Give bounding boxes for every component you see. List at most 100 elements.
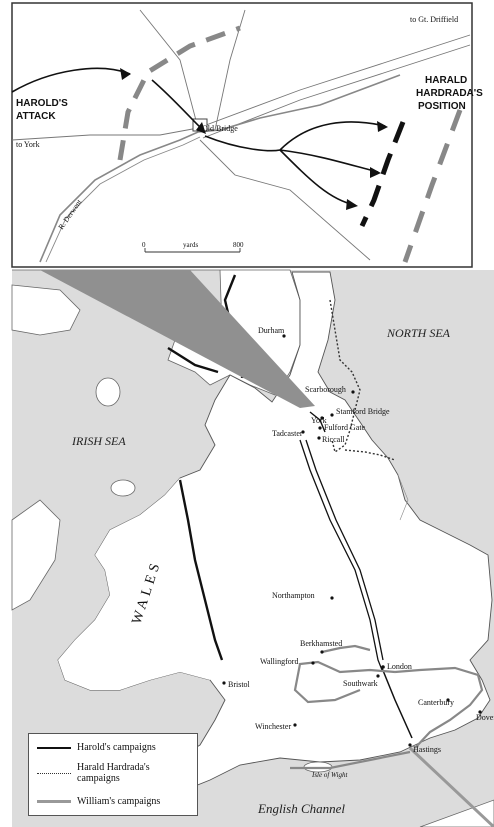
william-route-kent	[394, 666, 484, 749]
dover-dot	[478, 710, 482, 714]
william-route-loop	[293, 660, 396, 704]
london-label: London	[387, 662, 412, 671]
harold-route-south	[381, 667, 413, 739]
inset-map: HAROLD'S ATTACK HARALD HARDRADA'S POSITI…	[11, 2, 486, 268]
wales-land	[58, 478, 222, 690]
hastings-label: Hastings	[413, 745, 441, 754]
harolds-attack-line1: HAROLD'S	[16, 98, 68, 109]
arrow-head-4	[370, 167, 381, 178]
legend-item-william: William's campaigns	[37, 796, 187, 807]
harald-route	[329, 299, 361, 454]
old-bridge-label: Old Bridge	[202, 124, 238, 133]
berkhamsted-label: Berkhamsted	[300, 639, 342, 648]
scale-bar: 0 yards 800	[142, 241, 244, 253]
inset-river-bank	[45, 136, 201, 263]
scale-end-label: 800	[233, 241, 244, 249]
harald-position-line1: HARALD	[425, 75, 467, 86]
tadcaster-dot	[301, 430, 305, 434]
southwark-label: Southwark	[343, 679, 378, 688]
inset-river	[39, 74, 401, 263]
william-route-coast	[290, 750, 411, 770]
york-label: York	[311, 416, 327, 425]
place-markers	[222, 334, 482, 747]
fulford-dot	[318, 426, 322, 430]
legend-label-william: William's campaigns	[77, 796, 161, 807]
winchester-dot	[293, 723, 297, 727]
wales-border	[178, 479, 224, 661]
legend-label-harold: Harold's campaigns	[77, 742, 156, 753]
hastings-dot	[408, 743, 412, 747]
inset-road-york	[11, 127, 199, 141]
riccall-dot	[317, 436, 321, 440]
harold-route-stamford	[309, 411, 326, 433]
london-dot	[381, 665, 385, 669]
durham-dot	[282, 334, 286, 338]
legend-item-harold: Harold's campaigns	[37, 742, 187, 753]
legend-swatch-william	[37, 800, 71, 803]
harald-position-line2: HARDRADA'S	[416, 88, 483, 99]
attack-arrow-middle	[279, 149, 379, 173]
arrow-head-1	[120, 68, 131, 80]
william-route-berkhamsted	[321, 644, 371, 654]
harald-position-line3: POSITION	[418, 101, 466, 112]
tadcaster-label: Tadcaster	[272, 429, 303, 438]
winchester-label: Winchester	[255, 722, 291, 731]
scale-unit-label: yards	[183, 241, 198, 249]
berkhamsted-dot	[320, 650, 324, 654]
harald-front-line-inset	[359, 121, 406, 228]
scarborough-label: Scarborough	[305, 385, 346, 394]
harold-route-north-2	[305, 439, 384, 661]
riccall-label: Riccall	[322, 435, 345, 444]
isle-of-man	[95, 377, 121, 407]
bristol-dot	[222, 681, 226, 685]
dover-label: Dover	[476, 713, 494, 722]
wallingford-label: Wallingford	[260, 657, 298, 666]
harolds-attack-line2: ATTACK	[16, 111, 56, 122]
southwark-dot	[376, 674, 380, 678]
harald-position-label: HARALD HARDRADA'S POSITION	[416, 75, 486, 112]
canterbury-dot	[446, 698, 450, 702]
north-sea-label: NORTH SEA	[386, 326, 451, 340]
legend-swatch-harold	[37, 746, 71, 749]
scale-start-label: 0	[142, 241, 146, 249]
legend-item-harald: Harald Hardrada's campaigns	[37, 762, 187, 784]
isle-of-wight-label: Isle of Wight	[311, 771, 348, 779]
anglesey	[110, 479, 136, 497]
arrow-heads	[120, 68, 388, 210]
inset-connector	[40, 270, 315, 408]
legend: Harold's campaigns Harald Hardrada's cam…	[28, 733, 198, 816]
coast-detail	[397, 474, 409, 521]
arrow-head-5	[346, 199, 358, 210]
canterbury-label: Canterbury	[418, 698, 454, 707]
irish-sea-label: IRISH SEA	[71, 434, 126, 448]
france-land	[419, 799, 494, 827]
attack-arrow-west	[11, 67, 131, 93]
durham-label: Durham	[258, 326, 285, 335]
stamford-bridge-dot	[330, 413, 334, 417]
bristol-label: Bristol	[228, 680, 251, 689]
harold-line-inset	[117, 25, 241, 161]
fulford-label: Fulford Gate	[324, 423, 366, 432]
northampton-dot	[330, 596, 334, 600]
wallingford-dot	[311, 661, 315, 665]
english-channel-label: English Channel	[257, 801, 345, 816]
to-driffield-label: to Gt. Driffield	[410, 15, 458, 24]
york-dot	[320, 416, 324, 420]
to-york-label: to York	[16, 140, 40, 149]
ireland-north	[11, 284, 81, 336]
arrow-head-2	[196, 122, 206, 134]
northampton-label: Northampton	[272, 591, 315, 600]
harolds-attack-label: HAROLD'S ATTACK	[16, 98, 71, 122]
inset-road-south	[199, 139, 371, 261]
inset-frame	[11, 2, 473, 268]
inset-road-driffield	[197, 34, 471, 129]
scarborough-dot	[351, 390, 355, 394]
ireland-land	[11, 499, 61, 611]
arrow-head-3	[377, 121, 388, 132]
harold-route-north	[299, 439, 383, 671]
harald-rear-line-inset	[402, 109, 463, 263]
legend-label-harald: Harald Hardrada's campaigns	[77, 762, 150, 784]
stamford-bridge-label: Stamford Bridge	[336, 407, 390, 416]
